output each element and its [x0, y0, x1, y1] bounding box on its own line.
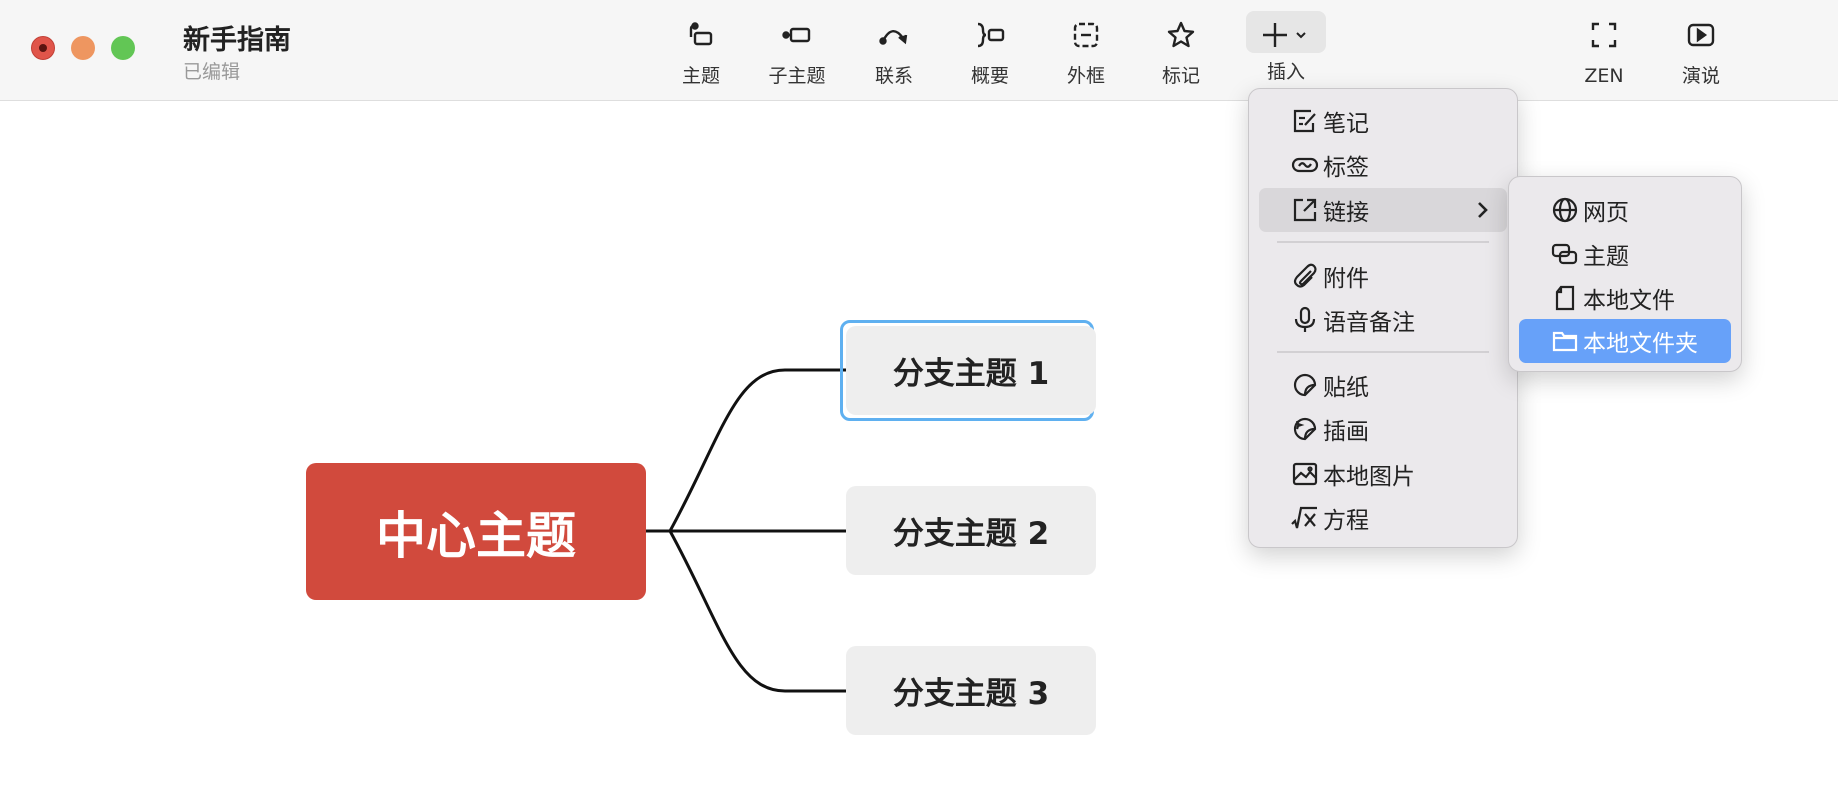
menu-item-label: 链接 [1323, 200, 1369, 226]
menu-item-note[interactable]: 笔记 [1259, 99, 1507, 143]
menu-item-attachment[interactable]: 附件 [1259, 254, 1507, 298]
play-icon [1687, 23, 1715, 47]
presentation-label: 演说 [1681, 65, 1720, 87]
menu-item-label: 附件 [1323, 266, 1369, 292]
zen-button[interactable]: ZEN [1559, 10, 1649, 90]
topic-link-icon [1551, 243, 1578, 265]
link-icon [1293, 198, 1317, 222]
boundary-icon [1073, 22, 1099, 48]
subtopic-label: 子主题 [768, 65, 826, 87]
branch-topic-2[interactable]: 分支主题 2 [846, 486, 1096, 575]
insert-button-highlight [1246, 11, 1326, 53]
summary-button[interactable]: 概要 [945, 10, 1035, 90]
topic-icon [689, 22, 713, 46]
relationship-icon [879, 30, 908, 45]
connector-1 [646, 368, 846, 533]
menu-divider [1277, 241, 1489, 243]
document-title: 新手指南 [183, 25, 291, 56]
subtopic-button[interactable]: 子主题 [752, 10, 842, 90]
central-topic[interactable]: 中心主题 [306, 463, 646, 600]
toolbar: 新手指南 已编辑 主题 子主题 联系 概要 外框 标记 插入 ZEN 演说 [0, 0, 1838, 101]
connector-3 [646, 529, 846, 693]
minimize-button[interactable] [71, 36, 95, 60]
topic-button[interactable]: 主题 [656, 10, 746, 90]
branch-topic-1[interactable]: 分支主题 1 [846, 326, 1096, 415]
zen-icon [1591, 22, 1617, 48]
submenu-item-label: 主题 [1583, 244, 1629, 270]
summary-icon [977, 22, 1005, 48]
edit-status: 已编辑 [183, 61, 241, 83]
close-button[interactable] [31, 36, 55, 60]
menu-item-voice-note[interactable]: 语音备注 [1259, 298, 1507, 342]
menu-item-label: 语音备注 [1323, 310, 1415, 336]
submenu-item-local-file[interactable]: 本地文件 [1519, 276, 1731, 320]
insert-button[interactable]: 插入 [1241, 10, 1331, 90]
equation-icon [1291, 506, 1317, 529]
label-icon [1291, 157, 1319, 173]
relationship-label: 联系 [874, 65, 913, 87]
folder-icon [1552, 331, 1578, 352]
subtopic-icon [782, 27, 811, 43]
illustration-icon [1293, 417, 1317, 441]
submenu-item-topic[interactable]: 主题 [1519, 232, 1731, 276]
branch-topic-3[interactable]: 分支主题 3 [846, 646, 1096, 735]
menu-item-equation[interactable]: 方程 [1259, 496, 1507, 540]
submenu-item-webpage[interactable]: 网页 [1519, 188, 1731, 232]
boundary-button[interactable]: 外框 [1041, 10, 1131, 90]
menu-item-label: 贴纸 [1323, 375, 1369, 401]
menu-divider [1277, 351, 1489, 353]
image-icon [1292, 462, 1318, 486]
boundary-label: 外框 [1066, 65, 1105, 87]
menu-item-label: 本地图片 [1323, 464, 1415, 490]
marker-label: 标记 [1161, 65, 1200, 87]
presentation-button[interactable]: 演说 [1656, 10, 1746, 90]
insert-label: 插入 [1266, 61, 1305, 83]
menu-item-label-tag[interactable]: 标签 [1259, 143, 1507, 187]
insert-menu: 笔记 标签 链接 附件 语音备注 贴纸 插画 本地图片 方程 [1248, 88, 1518, 548]
topic-label: 主题 [681, 65, 720, 87]
sticker-icon [1293, 373, 1317, 397]
submenu-item-local-folder[interactable]: 本地文件夹 [1519, 319, 1731, 363]
summary-label: 概要 [970, 65, 1009, 87]
plus-icon [1263, 23, 1306, 47]
menu-item-label: 笔记 [1323, 111, 1369, 137]
submenu-item-label: 网页 [1583, 200, 1629, 226]
relationship-button[interactable]: 联系 [849, 10, 939, 90]
close-icon [39, 44, 47, 52]
note-icon [1293, 109, 1316, 133]
menu-item-sticker[interactable]: 贴纸 [1259, 363, 1507, 407]
menu-item-label: 标签 [1323, 155, 1369, 181]
zen-label: ZEN [1584, 65, 1624, 87]
submenu-item-label: 本地文件夹 [1583, 331, 1698, 357]
menu-item-link[interactable]: 链接 [1259, 188, 1507, 232]
menu-item-label: 方程 [1323, 508, 1369, 534]
link-submenu: 网页 主题 本地文件 本地文件夹 [1508, 176, 1742, 372]
marker-button[interactable]: 标记 [1136, 10, 1226, 90]
zoom-button[interactable] [111, 36, 135, 60]
globe-icon [1552, 197, 1578, 223]
microphone-icon [1294, 306, 1316, 332]
attachment-icon [1293, 263, 1317, 288]
file-icon [1555, 285, 1575, 311]
chevron-right-icon [1478, 202, 1488, 218]
menu-item-local-image[interactable]: 本地图片 [1259, 452, 1507, 496]
menu-item-label: 插画 [1323, 419, 1369, 445]
star-icon [1167, 21, 1195, 48]
submenu-item-label: 本地文件 [1583, 288, 1675, 314]
menu-item-illustration[interactable]: 插画 [1259, 407, 1507, 451]
